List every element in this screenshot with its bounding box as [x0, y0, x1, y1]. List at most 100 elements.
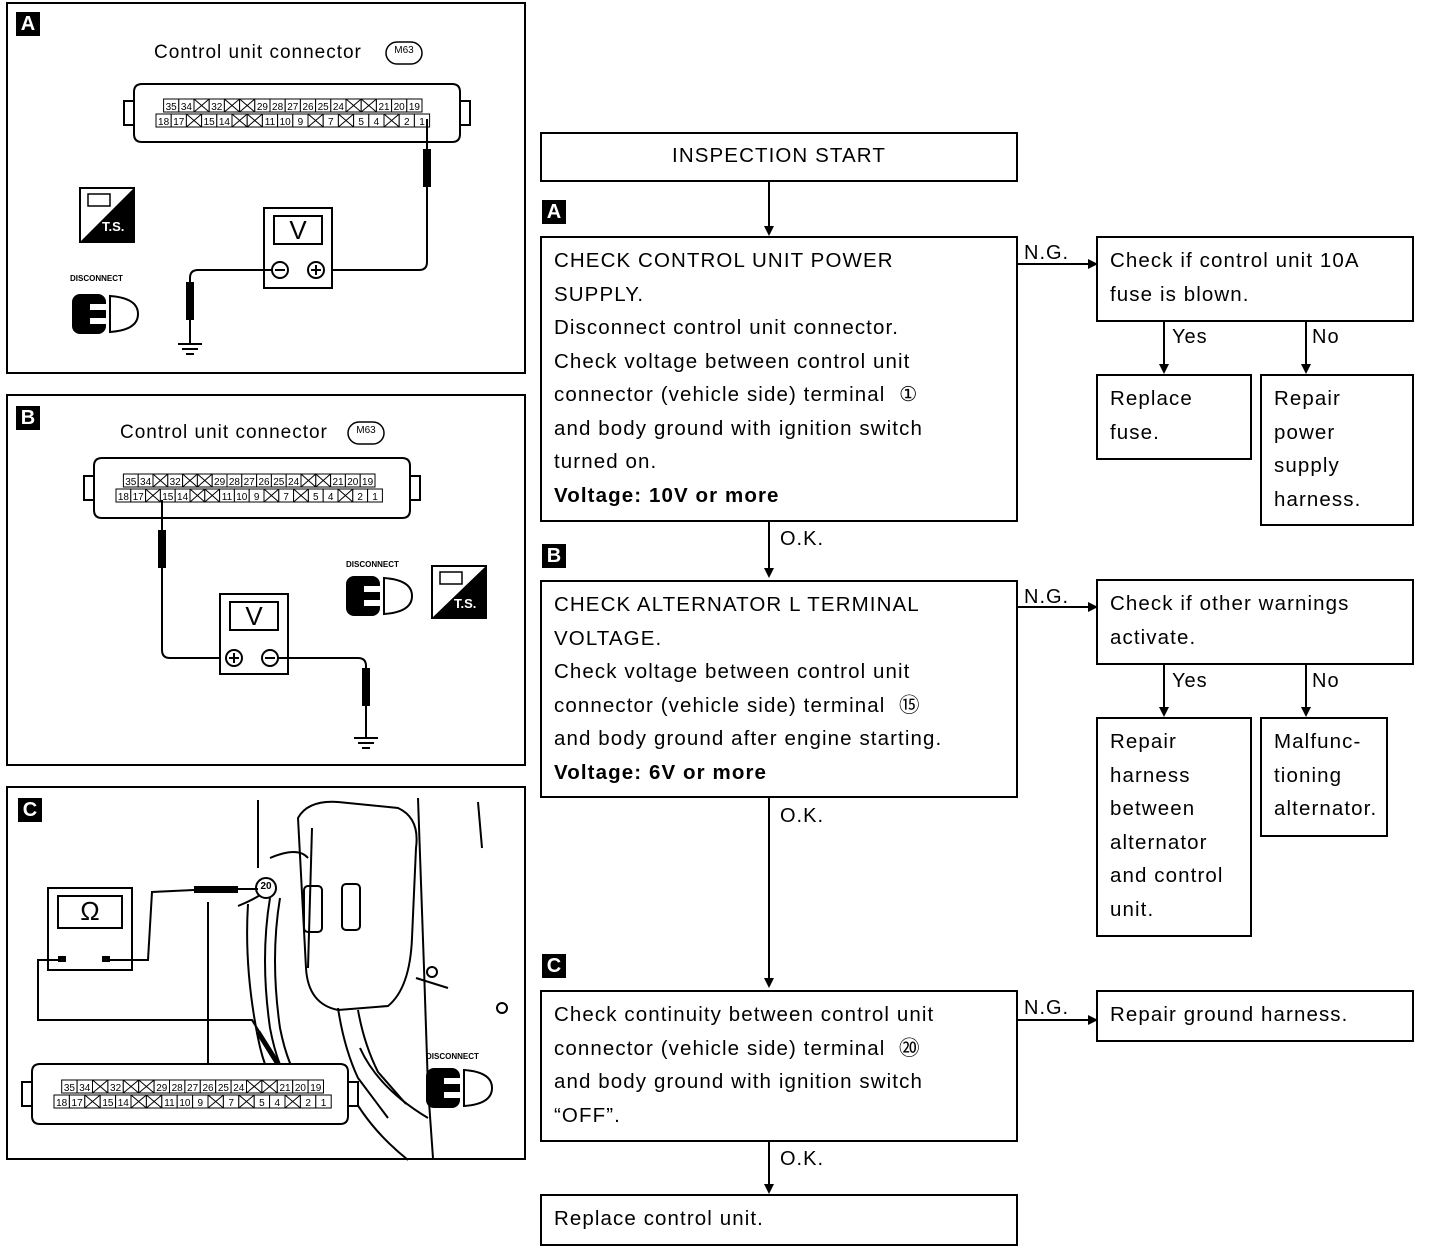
- panel-b-meter-symbol: V: [245, 601, 263, 631]
- connector-pin-number: 1: [321, 1098, 327, 1109]
- disconnect-icon-a: [72, 294, 140, 334]
- step-a-no-line-2: power: [1274, 420, 1336, 444]
- empty-pin-mark: [189, 488, 206, 503]
- step-b-yes-line-4: alternator: [1110, 830, 1208, 854]
- connector-pin-number: 21: [378, 102, 390, 113]
- connector-pin-number: 14: [118, 1098, 130, 1109]
- connector-pin-number: 20: [394, 102, 406, 113]
- step-a-yes-line-1: Replace: [1110, 387, 1193, 410]
- step-b-ng-line-1: Check if other warnings: [1110, 592, 1350, 615]
- step-b-ok-label: O.K.: [780, 805, 825, 827]
- connector-pin-number: 7: [283, 492, 289, 503]
- step-a-ng-label: N.G.: [1024, 242, 1070, 264]
- panel-a-tag: A: [16, 12, 40, 36]
- step-b-line-2: VOLTAGE.: [554, 626, 663, 650]
- step-a-ng-line-2: fuse is blown.: [1110, 282, 1250, 306]
- step-b-line-3: Check voltage between control unit: [554, 660, 911, 683]
- connector-pin-number: 9: [254, 492, 260, 503]
- empty-pin-mark: [186, 113, 202, 128]
- step-a-yes-label: Yes: [1172, 326, 1208, 348]
- step-b-spec: Voltage: 6V or more: [554, 760, 768, 784]
- step-b-ng-box: Check if other warnings activate.: [1096, 579, 1414, 665]
- connector-pin-number: 19: [409, 102, 421, 113]
- step-a-tag: A: [542, 200, 566, 224]
- panel-b-badge: M63: [356, 425, 376, 436]
- connector-pin-number: 1: [372, 492, 378, 503]
- empty-pin-mark: [122, 1079, 140, 1094]
- step-b-line-4: connector (vehicle side) terminal ⑮: [554, 693, 921, 717]
- empty-pin-mark: [197, 473, 213, 488]
- connector-pin-number: 32: [110, 1083, 122, 1094]
- disconnect-icon-c: [426, 1068, 494, 1108]
- step-c-box: Check continuity between control unit co…: [540, 990, 1018, 1142]
- step-b-ng-label: N.G.: [1024, 586, 1070, 608]
- connector-pin-number: 21: [279, 1083, 291, 1094]
- step-a-line-1: CHECK CONTROL UNIT POWER: [554, 249, 894, 272]
- replace-control-unit-box: Replace control unit.: [540, 1194, 1018, 1246]
- step-b-ng-line-2: activate.: [1110, 625, 1197, 649]
- connector-pin-number: 25: [273, 477, 285, 488]
- connector-pin-number: 14: [177, 492, 189, 503]
- step-c-line-1: Check continuity between control unit: [554, 1003, 935, 1026]
- step-c-line-3: and body ground with ignition switch: [554, 1070, 923, 1093]
- empty-pin-mark: [246, 1079, 263, 1094]
- step-a-ng-box: Check if control unit 10A fuse is blown.: [1096, 236, 1414, 322]
- connector-pin-number: 32: [170, 477, 182, 488]
- panel-a-meter-symbol: V: [289, 215, 307, 245]
- empty-pin-mark: [345, 98, 362, 113]
- inspection-start-box: INSPECTION START: [540, 132, 1018, 182]
- step-c-tag: C: [542, 954, 566, 978]
- connector-pin-number: 9: [298, 117, 304, 128]
- step-a-line-2: SUPPLY.: [554, 282, 645, 306]
- panel-a-caption: Control unit connector: [154, 42, 362, 63]
- connector-pin-number: 10: [179, 1098, 191, 1109]
- step-c-ng-line-1: Repair ground harness.: [1110, 1003, 1349, 1026]
- connector-pin-number: 26: [258, 477, 270, 488]
- disconnect-icon-b: [346, 576, 414, 616]
- connector-pin-number: 5: [259, 1098, 265, 1109]
- step-a-no-box: Repair power supply harness.: [1260, 374, 1414, 526]
- connector-pin-number: 4: [275, 1098, 281, 1109]
- empty-pin-mark: [138, 1079, 155, 1094]
- empty-pin-mark: [145, 488, 161, 503]
- connector-pin: [315, 1094, 332, 1109]
- connector-pin-number: 11: [222, 492, 233, 503]
- empty-pin-mark: [315, 473, 331, 488]
- connector-pin-number: 24: [288, 477, 300, 488]
- connector-pin-number: 1: [419, 117, 425, 128]
- connector-pin-number: 28: [229, 477, 241, 488]
- connector-pin-number: 25: [318, 102, 330, 113]
- step-b-line-1: CHECK ALTERNATOR L TERMINAL: [554, 593, 920, 616]
- connector-pin-number: 18: [118, 492, 130, 503]
- empty-pin-mark: [239, 98, 256, 113]
- connector-pin-number: 25: [218, 1083, 230, 1094]
- panel-b-tag: B: [16, 406, 40, 430]
- step-b-no-box: Malfunc- tioning alternator.: [1260, 717, 1388, 837]
- connector-pin-number: 7: [228, 1098, 234, 1109]
- step-b-yes-line-2: harness: [1110, 763, 1191, 787]
- step-b-yes-line-1: Repair: [1110, 730, 1177, 753]
- connector-pin-number: 35: [64, 1083, 76, 1094]
- connector-pin-number: 18: [56, 1098, 68, 1109]
- step-a-no-line-3: supply: [1274, 454, 1340, 477]
- step-a-line-5: connector (vehicle side) terminal ①: [554, 383, 919, 406]
- panel-a-badge: M63: [394, 45, 414, 56]
- step-a-yes-line-2: fuse.: [1110, 420, 1160, 444]
- connector-pin-number: 27: [287, 102, 299, 113]
- panel-a-ts-label: T.S.: [102, 219, 125, 234]
- step-b-line-5: and body ground after engine starting.: [554, 727, 943, 750]
- panel-b-ts-label: T.S.: [454, 596, 477, 611]
- connector-pin-number: 7: [328, 117, 334, 128]
- empty-pin-mark: [293, 488, 309, 503]
- step-b-box: CHECK ALTERNATOR L TERMINAL VOLTAGE. Che…: [540, 580, 1018, 798]
- connector-pin-number: 11: [164, 1098, 175, 1109]
- step-b-tag: B: [542, 544, 566, 568]
- step-a-line-4: Check voltage between control unit: [554, 349, 911, 373]
- empty-pin-mark: [152, 473, 169, 488]
- connector-pin: [367, 488, 383, 503]
- connector-pin-number: 29: [156, 1083, 168, 1094]
- empty-pin-mark: [337, 488, 354, 503]
